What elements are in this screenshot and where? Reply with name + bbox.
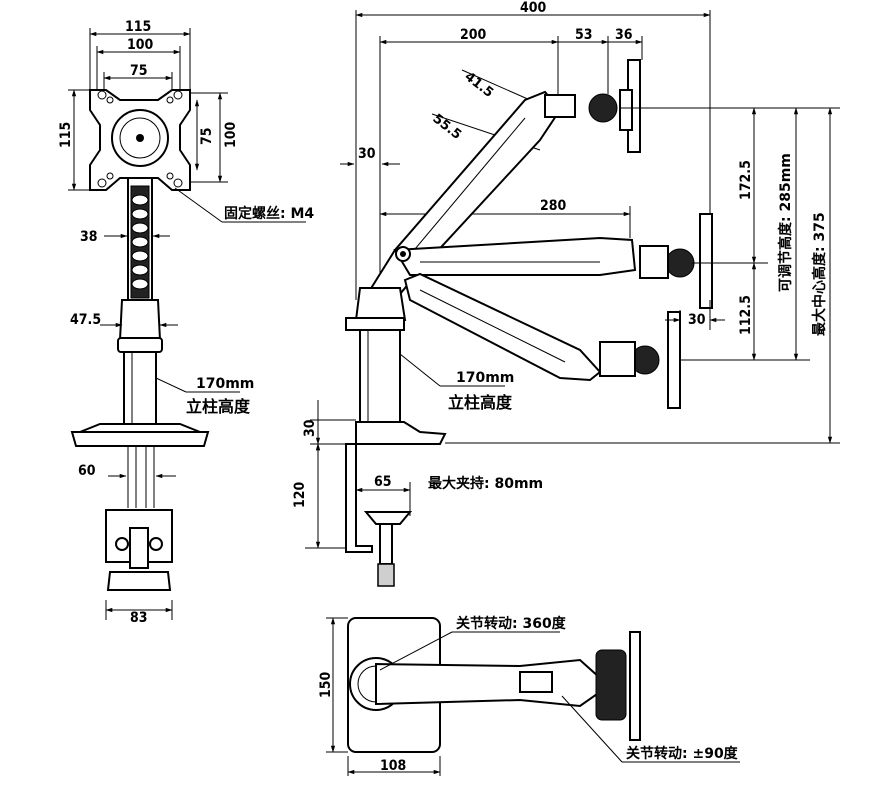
max-clamp: 最大夹持: 80mm: [428, 475, 543, 492]
dim-83: 83: [130, 610, 148, 626]
side-pole-height-label: 立柱高度: [448, 393, 513, 412]
dim-200: 200: [460, 27, 487, 43]
joint-360-label: 关节转动: 360度: [456, 615, 567, 632]
dim-53: 53: [575, 27, 593, 43]
arm-middle: [393, 213, 713, 309]
dim-115-top: 115: [125, 19, 151, 35]
dim-38: 38: [80, 229, 98, 245]
dim-100-right: 100: [223, 121, 239, 148]
dim-75-right: 75: [199, 127, 215, 145]
front-view: 115 100 75 115 75 100 固定螺丝: M4: [58, 19, 314, 626]
dim-30-right: 30: [688, 312, 706, 328]
dim-36: 36: [615, 27, 633, 43]
adjustable-height: 可调节高度: 285mm: [777, 153, 794, 292]
arm-lower: [403, 272, 681, 409]
dim-115-left: 115: [58, 122, 74, 148]
side-view: 400 200 53 36 41.5 55.5 30 280: [292, 0, 840, 587]
dim-400: 400: [520, 0, 547, 16]
joint-90-label: 关节转动: ±90度: [626, 745, 739, 762]
front-pole-height-label: 立柱高度: [186, 397, 251, 416]
dim-112-5: 112.5: [738, 295, 754, 335]
side-pole-height-value: 170mm: [456, 370, 514, 386]
front-pole-height-value: 170mm: [196, 376, 254, 392]
dim-172-5: 172.5: [738, 160, 754, 200]
top-view: 150 108 关节转动: 360度 关节转动: ±90度: [318, 615, 740, 776]
dim-75-top: 75: [130, 63, 148, 79]
dim-108: 108: [380, 758, 406, 774]
dim-100-top: 100: [127, 37, 154, 53]
max-center-height: 最大中心高度: 375: [811, 212, 828, 336]
dim-120: 120: [292, 481, 308, 508]
dim-41-5: 41.5: [462, 69, 497, 101]
dim-30-left: 30: [358, 146, 376, 162]
dim-280: 280: [540, 198, 567, 214]
dim-30-clamp: 30: [302, 419, 318, 437]
screw-label: 固定螺丝: M4: [224, 205, 314, 222]
dim-55-5: 55.5: [430, 111, 465, 143]
dim-65: 65: [374, 474, 392, 490]
dim-150: 150: [318, 671, 334, 698]
dim-47-5: 47.5: [70, 312, 101, 328]
dim-60: 60: [78, 463, 96, 479]
